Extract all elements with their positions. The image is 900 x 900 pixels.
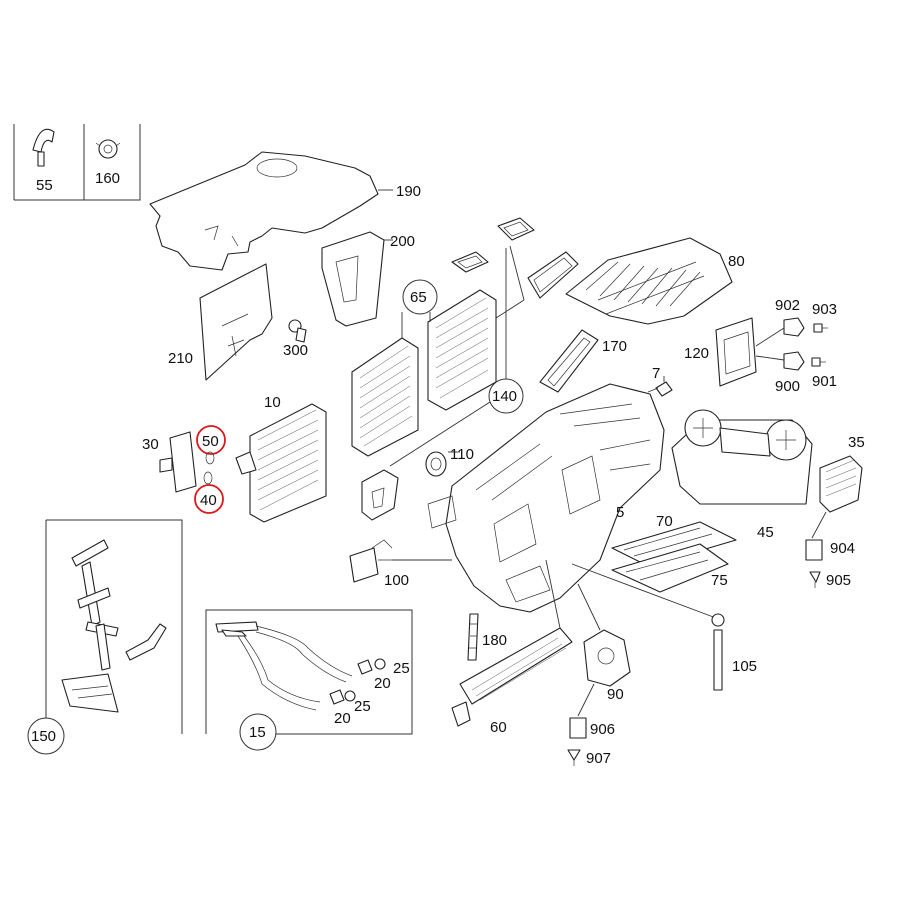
screw-7: 7: [647, 365, 673, 397]
label-906: 906: [590, 721, 615, 738]
label-170: 170: [602, 338, 627, 355]
seal-170: 170: [539, 329, 627, 393]
pin-903: 903: [812, 301, 837, 333]
o-ring-40: 40: [194, 471, 224, 514]
cover-70: 70: [611, 513, 737, 567]
connector-904: 904: [805, 511, 855, 561]
seal-frame-medium: [527, 251, 579, 299]
label-60: 60: [490, 719, 507, 736]
label-30: 30: [142, 436, 159, 453]
grommet-part-160: [95, 139, 121, 159]
label-20-lower: 20: [334, 710, 351, 727]
label-25-lower: 25: [354, 698, 371, 715]
temp-sensor-105: 105: [571, 563, 757, 691]
insulation-mat-190: 190: [149, 151, 421, 271]
label-55: 55: [36, 177, 53, 194]
o-ring-50: 50: [196, 425, 226, 465]
label-90: 90: [607, 686, 624, 703]
label-200: 200: [390, 233, 415, 250]
sensor-100: 100: [349, 539, 452, 589]
foam-gasket-200: 200: [321, 231, 415, 327]
label-140: 140: [492, 388, 517, 405]
label-120: 120: [684, 345, 709, 362]
label-150: 150: [31, 728, 56, 745]
label-10: 10: [264, 394, 281, 411]
drain-hose-180: 180: [467, 613, 507, 661]
label-105: 105: [732, 658, 757, 675]
blower-45: 45: [671, 409, 813, 541]
label-905: 905: [826, 572, 851, 589]
label-901: 901: [812, 373, 837, 390]
label-900: 900: [775, 378, 800, 395]
label-70: 70: [656, 513, 673, 530]
inset-box-55-160: 55 160: [13, 124, 141, 201]
label-65: 65: [410, 289, 427, 306]
label-25-upper: 25: [393, 660, 410, 677]
insulation-panel-210: 210: [168, 263, 273, 381]
inset-box-150: 150: [27, 519, 183, 755]
evaporator-10: 10: [235, 394, 327, 523]
label-75: 75: [711, 572, 728, 589]
label-80: 80: [728, 253, 745, 270]
control-module-120: 120: [684, 317, 757, 387]
label-45: 45: [757, 524, 774, 541]
label-40: 40: [200, 492, 217, 509]
cover-75: 75: [611, 543, 729, 593]
label-180: 180: [482, 632, 507, 649]
label-100: 100: [384, 572, 409, 589]
label-903: 903: [812, 301, 837, 318]
upper-housing-80: 80: [565, 237, 745, 325]
label-15: 15: [249, 724, 266, 741]
cabin-filters-65: 65: [351, 279, 497, 457]
pin-901: 901: [811, 357, 837, 390]
label-904: 904: [830, 540, 855, 557]
servo-motor-90: 90: [577, 583, 631, 703]
label-110: 110: [450, 446, 474, 463]
label-50: 50: [202, 433, 219, 450]
pin-907: 907: [567, 749, 611, 767]
seal-frame-large: [497, 217, 535, 241]
inset-box-15: 25 20 25 20 15: [205, 609, 413, 751]
hvac-housing-5: 5: [427, 383, 665, 613]
label-160: 160: [95, 170, 120, 187]
label-210: 210: [168, 350, 193, 367]
expansion-valve-30: 30: [142, 431, 197, 493]
label-20-upper: 20: [374, 675, 391, 692]
flap-piece: [361, 469, 399, 521]
label-907: 907: [586, 750, 611, 767]
label-190: 190: [396, 183, 421, 200]
label-300: 300: [283, 342, 308, 359]
seal-frame-small: [451, 251, 489, 273]
bolt-300: 300: [283, 319, 308, 359]
connector-902: 902: [755, 297, 805, 347]
label-35: 35: [848, 434, 865, 451]
label-902: 902: [775, 297, 800, 314]
label-7: 7: [652, 365, 660, 382]
connector-900: 900: [755, 351, 805, 395]
heater-core-60: 60: [451, 559, 573, 736]
label-5: 5: [616, 504, 624, 521]
pin-905: 905: [809, 571, 851, 589]
resistor-35: 35: [819, 434, 865, 513]
clip-part-55: [32, 128, 55, 167]
cap-110: 110: [425, 446, 474, 477]
connector-906: 906: [569, 683, 615, 739]
